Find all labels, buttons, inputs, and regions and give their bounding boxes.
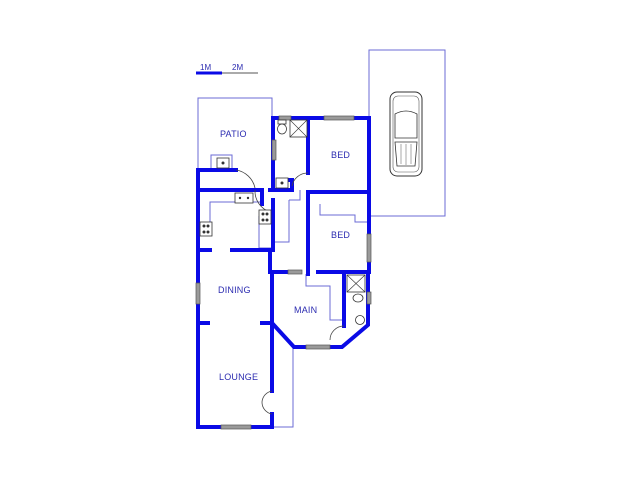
basin-icon [275,177,289,189]
room-label-bed-1: BED [331,150,350,160]
toilet-icon [352,293,364,303]
scale-label-2m: 2M [232,63,243,72]
room-label-lounge: LOUNGE [219,372,258,382]
toilet-icon [277,119,287,135]
walls [196,116,371,429]
shower-icon [289,119,308,138]
scale-label-1m: 1M [200,63,211,72]
room-label-main: MAIN [294,305,317,315]
basin-icon [355,315,365,325]
room-label-patio: PATIO [220,129,247,139]
room-label-dining: DINING [218,285,251,295]
windows [195,115,372,430]
stove-icon [199,221,213,237]
patio-outline [197,97,273,168]
stove-icon [258,209,272,225]
room-label-bed-2: BED [331,230,350,240]
scale-bar: 1M 2M [196,63,258,75]
basin-icon [216,157,230,169]
fixtures [199,119,366,325]
car-icon [389,91,423,177]
shower-icon [346,274,366,293]
carport [368,49,446,217]
sink-icon [234,192,254,204]
